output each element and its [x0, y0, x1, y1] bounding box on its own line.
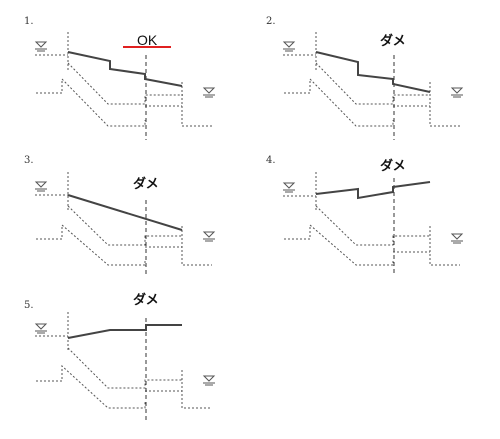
channel-profile-upper	[284, 77, 394, 127]
diagram-number: 3.	[24, 155, 34, 166]
diagram-1: 1. OK	[24, 16, 216, 140]
channel-profile-upper	[36, 364, 146, 409]
gate-wall-right	[429, 226, 460, 266]
gate-wall-right	[181, 82, 212, 127]
gate-wall-right	[429, 82, 460, 127]
channel-profile-upper	[36, 77, 146, 127]
verdict-label: ダメ	[133, 292, 159, 308]
diagram-number: 1.	[24, 16, 34, 27]
water-level-symbol-icon	[450, 87, 464, 98]
water-level-symbol-icon	[282, 41, 296, 52]
channel-profile-mid	[67, 205, 183, 246]
water-level-symbol-icon	[202, 87, 216, 98]
diagram-number: 4.	[266, 155, 276, 166]
energy-line	[315, 181, 431, 200]
channel-profile-mid	[315, 62, 430, 105]
diagram-4: 4. ダメ	[266, 155, 464, 275]
water-level-symbol-icon	[34, 323, 48, 334]
diagram-3: 3. ダメ	[24, 155, 216, 275]
water-level-symbol-icon	[34, 181, 48, 192]
energy-line	[315, 51, 431, 93]
water-level-symbol-icon	[202, 231, 216, 242]
verdict-label: ダメ	[380, 33, 406, 49]
energy-line	[67, 324, 182, 339]
channel-profile-upper	[36, 223, 146, 266]
verdict-label: OK	[137, 32, 158, 48]
energy-line	[67, 194, 183, 231]
diagram-2: 2. ダメ	[266, 16, 464, 140]
diagram-number: 2.	[266, 16, 276, 27]
water-level-symbol-icon	[450, 233, 464, 244]
gate-wall-right	[181, 226, 212, 266]
diagram-5: 5. ダメ	[24, 292, 216, 420]
channel-profile-upper	[284, 223, 394, 266]
energy-line	[67, 51, 183, 87]
water-level-symbol-icon	[282, 182, 296, 193]
gate-wall-right	[181, 370, 212, 409]
water-level-symbol-icon	[34, 41, 48, 52]
verdict-label: ダメ	[380, 158, 406, 174]
water-level-symbol-icon	[202, 375, 216, 386]
diagram-number: 5.	[24, 300, 34, 311]
channel-profile-mid	[315, 205, 430, 246]
verdict-label: ダメ	[133, 176, 159, 192]
channel-profile-mid	[67, 347, 183, 389]
